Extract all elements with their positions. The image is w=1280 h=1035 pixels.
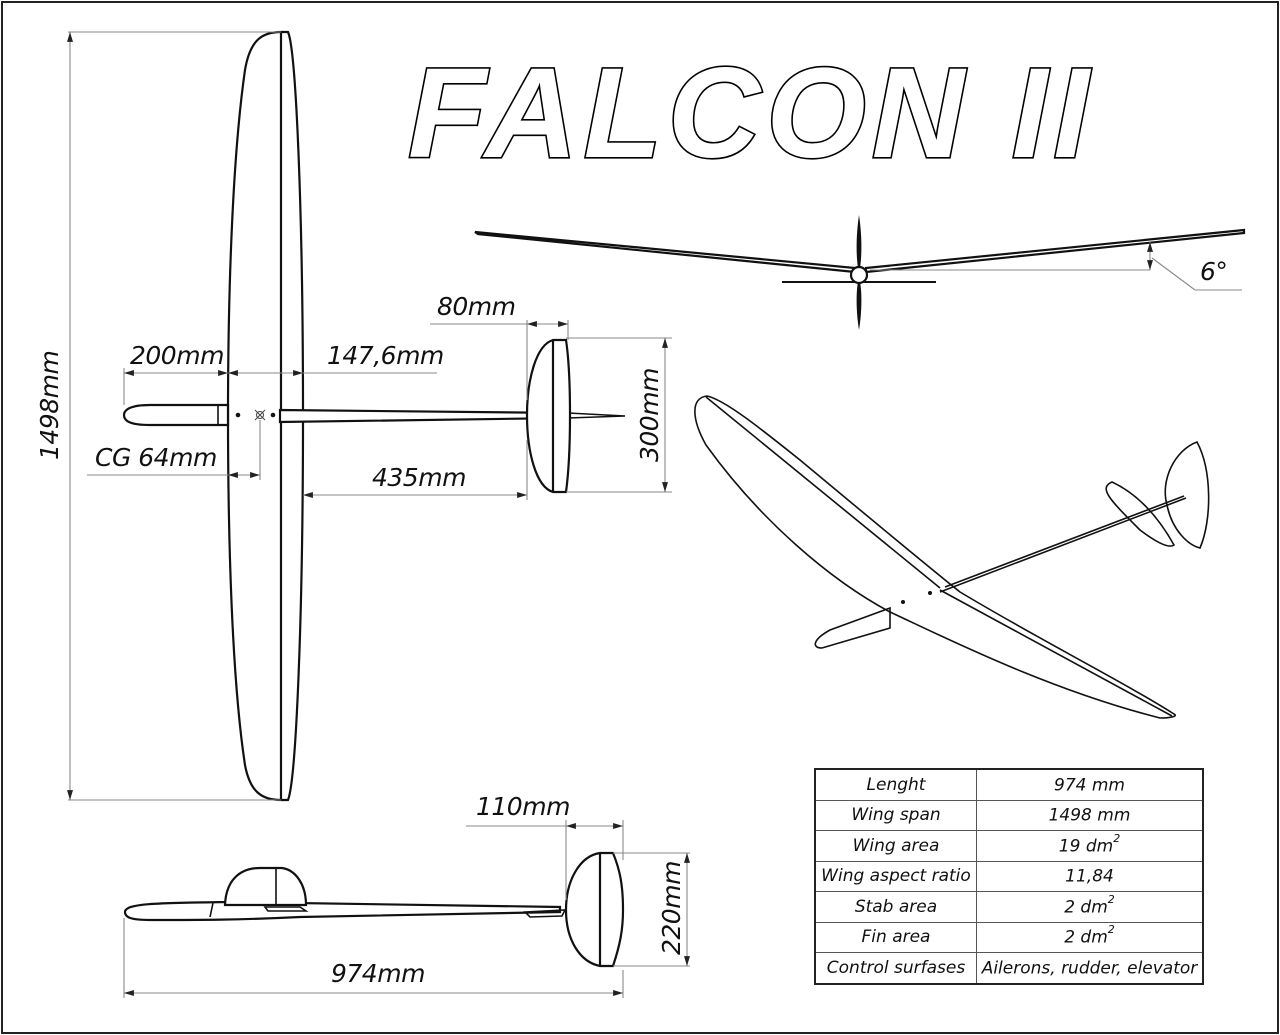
front-view-fuselage bbox=[849, 265, 869, 285]
dim-wing-to-boom: 147,6mm bbox=[327, 341, 444, 370]
spec-label: Control surfases bbox=[814, 952, 977, 984]
spec-value: 11,84 bbox=[976, 860, 1204, 892]
side-view-fin bbox=[564, 851, 625, 968]
front-view-right-wing bbox=[864, 228, 1246, 274]
spec-value: Ailerons, rudder, elevator bbox=[976, 952, 1204, 984]
spec-label: Lenght bbox=[814, 768, 977, 801]
perspective-stab bbox=[1105, 481, 1176, 547]
spec-label: Wing span bbox=[814, 799, 977, 831]
spec-value: 974 mm bbox=[976, 768, 1204, 801]
table-row: Stab area 2 dm2 bbox=[814, 891, 1204, 923]
cg-dot-front bbox=[235, 412, 241, 418]
spec-label: Fin area bbox=[814, 921, 977, 953]
front-view-fin bbox=[856, 215, 862, 268]
spec-value: 2 dm2 bbox=[976, 891, 1204, 923]
spec-value: 19 dm2 bbox=[976, 830, 1204, 862]
top-view-stabilizer bbox=[525, 338, 572, 494]
perspective-dot-2 bbox=[928, 591, 932, 595]
top-view-tail-boom bbox=[278, 408, 570, 424]
table-row: Lenght 974 mm bbox=[814, 768, 1204, 801]
perspective-fin bbox=[1164, 441, 1210, 549]
cg-marker-icon bbox=[254, 409, 266, 421]
spec-value: 2 dm2 bbox=[976, 921, 1204, 953]
perspective-dot-1 bbox=[901, 600, 905, 604]
front-view-fin-lower bbox=[856, 282, 862, 330]
drawing-title: FALCON II bbox=[408, 42, 1095, 185]
front-view-left-wing bbox=[474, 230, 857, 274]
cg-dot-rear bbox=[270, 412, 276, 418]
dim-length: 974mm bbox=[331, 959, 425, 988]
dim-tail-moment: 435mm bbox=[372, 463, 466, 492]
dim-fin-height: 220mm bbox=[657, 861, 686, 955]
table-row: Control surfases Ailerons, rudder, eleva… bbox=[814, 952, 1204, 984]
top-view-wing bbox=[226, 30, 305, 802]
top-view-nose-pod bbox=[122, 403, 230, 427]
spec-label: Stab area bbox=[814, 891, 977, 923]
table-row: Wing aspect ratio 11,84 bbox=[814, 860, 1204, 892]
dim-stab-span: 300mm bbox=[635, 368, 664, 462]
dim-nose-length: 200mm bbox=[130, 341, 224, 370]
perspective-view bbox=[694, 395, 1210, 719]
table-row: Wing span 1498 mm bbox=[814, 799, 1204, 831]
dim-dihedral: 6° bbox=[1200, 257, 1227, 286]
dim-fin-chord: 110mm bbox=[476, 792, 570, 821]
side-view: 110mm 220mm 974mm bbox=[123, 792, 690, 998]
front-view: 6° bbox=[474, 215, 1246, 330]
table-row: Wing area 19 dm2 bbox=[814, 830, 1204, 862]
dim-stab-chord: 80mm bbox=[437, 292, 516, 321]
perspective-nose bbox=[814, 606, 891, 649]
top-view: 1498mm 200mm 147,6mm CG 64mm 435mm 80mm … bbox=[35, 30, 672, 802]
table-row: Fin area 2 dm2 bbox=[814, 921, 1204, 953]
spec-value: 1498 mm bbox=[976, 799, 1204, 831]
dim-cg: CG 64mm bbox=[95, 443, 217, 472]
side-view-canopy bbox=[223, 866, 308, 907]
side-view-fuselage bbox=[123, 900, 562, 922]
top-view-boom-tip bbox=[567, 412, 626, 419]
side-view-stab-root bbox=[523, 909, 567, 918]
spec-label: Wing aspect ratio bbox=[814, 860, 977, 892]
dim-wing-span: 1498mm bbox=[35, 351, 64, 460]
specifications-table: Lenght 974 mm Wing span 1498 mm Wing are… bbox=[814, 768, 1204, 985]
spec-label: Wing area bbox=[814, 830, 977, 862]
perspective-wing bbox=[694, 395, 1176, 719]
